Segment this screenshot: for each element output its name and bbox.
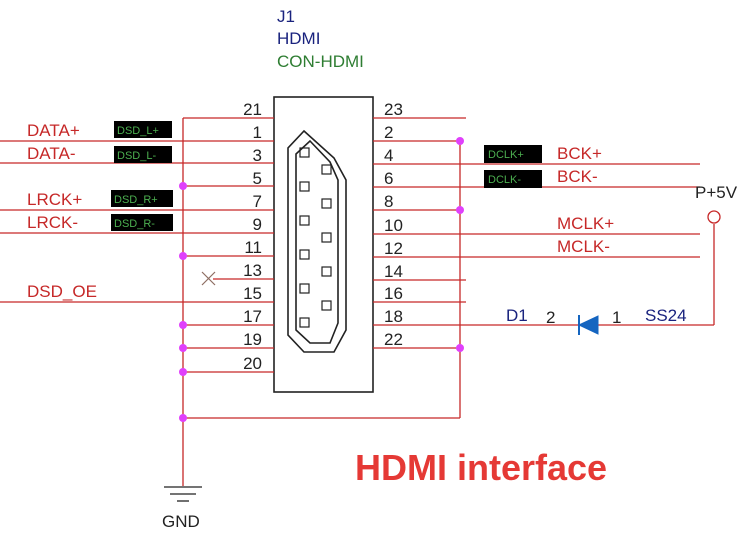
diode-part: SS24	[645, 306, 687, 325]
port-pad	[299, 249, 310, 260]
right-pin-number: 23	[384, 100, 403, 119]
hdmi-connector-symbol	[273, 96, 374, 393]
dclk-tags: DCLK+ DCLK-	[484, 145, 542, 188]
dsd-tag-label: DSD_R-	[114, 218, 155, 230]
right-pin-number: 12	[384, 239, 403, 258]
net-label: MCLK-	[557, 237, 610, 256]
left-pin-number: 21	[243, 100, 262, 119]
net-label: DATA-	[27, 144, 75, 163]
right-pin-number: 6	[384, 169, 393, 188]
component-part: CON-HDMI	[277, 52, 364, 71]
right-pin-number: 4	[384, 146, 393, 165]
diode-symbol	[577, 315, 599, 335]
power-ground-wiring	[182, 118, 715, 486]
left-pin-wires	[0, 117, 274, 373]
dclk-tag-bg	[484, 170, 542, 188]
port-pad	[299, 147, 310, 158]
right-pin-number: 10	[384, 216, 403, 235]
left-pin-number: 13	[243, 261, 262, 280]
right-pin-number: 2	[384, 123, 393, 142]
net-label: LRCK+	[27, 190, 82, 209]
left-pin-number: 11	[244, 238, 262, 257]
ground-symbol	[164, 486, 202, 502]
diode-pin-anode: 2	[546, 308, 555, 327]
port-pad	[299, 317, 310, 328]
left-pin-number: 7	[253, 192, 262, 211]
dsd-tag-bg	[114, 121, 172, 138]
diagram-title: HDMI interface	[355, 447, 607, 488]
dsd-tags: DSD_L+ DSD_L- DSD_R+ DSD_R-	[111, 121, 173, 231]
dclk-tag-bg	[484, 145, 542, 163]
dsd-tag-bg	[111, 214, 173, 231]
diode-pin-cathode: 1	[612, 308, 621, 327]
port-pad	[299, 283, 310, 294]
net-label: MCLK+	[557, 214, 614, 233]
left-pin-number: 1	[253, 123, 262, 142]
dsd-tag-label: DSD_L+	[117, 125, 159, 137]
net-label: DSD_OE	[27, 282, 97, 301]
left-pin-number: 20	[243, 354, 262, 373]
left-pin-numbers: 21 1 3 5 7 9 11 13 15 17 19 20	[243, 100, 262, 373]
component-refdes: J1	[277, 7, 295, 26]
port-pad	[321, 198, 332, 209]
right-pin-numbers: 23 2 4 6 8 10 12 14 16 18 22	[384, 100, 403, 349]
power-port-circle	[707, 210, 721, 224]
port-pad	[321, 300, 332, 311]
right-pin-number: 14	[384, 262, 403, 281]
net-label: LRCK-	[27, 213, 78, 232]
right-pin-number: 22	[384, 330, 403, 349]
left-pin-number: 15	[243, 284, 262, 303]
port-pad	[321, 232, 332, 243]
component-name: HDMI	[277, 29, 320, 48]
ground-label: GND	[162, 512, 200, 531]
hdmi-port-inner-outline	[295, 139, 339, 344]
net-label: BCK-	[557, 167, 598, 186]
power-label: P+5V	[695, 183, 738, 202]
right-net-labels: BCK+ BCK- MCLK+ MCLK-	[557, 144, 614, 256]
dclk-tag-label: DCLK-	[488, 174, 521, 186]
connector-body	[273, 96, 374, 393]
dsd-tag-label: DSD_R+	[114, 194, 158, 206]
left-pin-number: 5	[253, 169, 262, 188]
right-pin-wires	[373, 117, 700, 349]
no-connect-marker	[201, 271, 216, 286]
port-pad	[299, 181, 310, 192]
junctions	[179, 137, 464, 422]
net-label: BCK+	[557, 144, 602, 163]
right-pin-number: 8	[384, 192, 393, 211]
hdmi-port-outline	[287, 129, 347, 353]
net-label: DATA+	[27, 121, 80, 140]
port-pad	[321, 164, 332, 175]
dclk-tag-label: DCLK+	[488, 149, 524, 161]
left-pin-number: 3	[253, 146, 262, 165]
left-net-labels: DATA+ DATA- LRCK+ LRCK- DSD_OE	[27, 121, 97, 301]
port-pad	[299, 215, 310, 226]
dsd-tag-bg	[111, 190, 173, 207]
left-pin-number: 17	[243, 307, 262, 326]
diode-refdes: D1	[506, 306, 528, 325]
port-pad	[321, 266, 332, 277]
right-pin-number: 16	[384, 284, 403, 303]
left-pin-number: 19	[243, 330, 262, 349]
dsd-tag-label: DSD_L-	[117, 150, 156, 162]
hdmi-port-pads	[299, 147, 332, 328]
dsd-tag-bg	[114, 146, 172, 163]
left-pin-number: 9	[253, 215, 262, 234]
right-pin-number: 18	[384, 307, 403, 326]
